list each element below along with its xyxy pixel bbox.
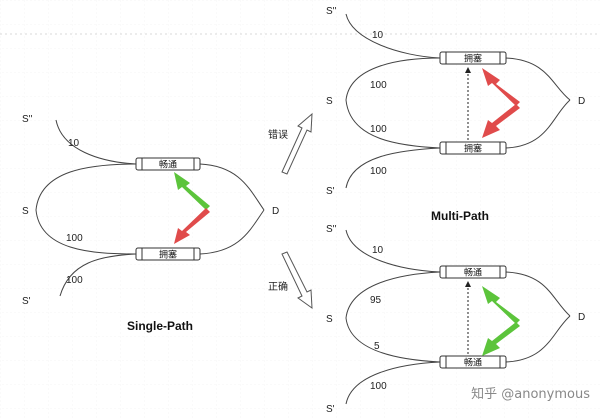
wire-s-upper (345, 271, 441, 319)
node-s: S (22, 206, 29, 217)
weight-bottom: 100 (66, 275, 83, 286)
wire-lower-d (505, 315, 571, 363)
weight-mid: 100 (66, 233, 83, 244)
red-arrow-lower (482, 104, 520, 138)
single-path-title: Single-Path (127, 319, 193, 333)
pipe-lower: 拥塞 (135, 247, 201, 261)
node-s: S (326, 96, 333, 107)
wire-s-upper (345, 57, 441, 101)
pipe-lower-label: 畅通 (464, 357, 482, 368)
weight-s-upper: 100 (370, 80, 387, 91)
weight-s-lower: 5 (374, 341, 380, 352)
wire-upper-d (199, 163, 265, 211)
wire-s-upper (35, 163, 137, 211)
pipe-lower: 拥塞 (439, 141, 507, 155)
wire-s-lower (35, 209, 137, 255)
pipe-upper-label: 畅通 (159, 159, 177, 170)
wire-s2-upper (55, 119, 137, 165)
weight-top: 10 (372, 30, 384, 41)
weight-bottom: 100 (370, 381, 387, 392)
wire-s2-upper (345, 229, 441, 273)
wire-lower-d (199, 209, 265, 255)
watermark: 知乎 @anonymous (471, 386, 590, 402)
node-d: D (578, 96, 585, 107)
pipe-upper-label: 畅通 (464, 267, 482, 278)
pipe-lower-label: 拥塞 (159, 249, 177, 260)
wire-s2-upper (345, 13, 441, 59)
node-d: D (272, 206, 279, 217)
weight-s-upper: 95 (370, 295, 382, 306)
wire-upper-d (505, 271, 571, 317)
weight-bottom: 100 (370, 166, 387, 177)
pipe-upper: 畅通 (135, 157, 201, 171)
wire-upper-d (505, 57, 571, 101)
pipe-lower-label: 拥塞 (464, 143, 482, 154)
single-path-diagram: 畅通 拥塞 S'' S S' D 10 100 100 Single-Path (22, 114, 279, 333)
red-arrow (174, 208, 210, 244)
weight-top: 10 (68, 138, 80, 149)
node-s1: S' (22, 296, 31, 307)
wire-lower-d (505, 99, 571, 149)
multi-path-title: Multi-Path (431, 209, 489, 223)
red-arrow-upper (482, 68, 520, 106)
node-s1: S' (326, 186, 335, 197)
pipe-upper: 拥塞 (439, 51, 507, 65)
wire-s-lower (345, 317, 441, 363)
wire-s-lower (345, 99, 441, 149)
weight-top: 10 (372, 245, 384, 256)
node-s2: S'' (22, 114, 33, 125)
pipe-lower: 畅通 (439, 355, 507, 369)
multi-path-wrong-diagram: 拥塞 拥塞 S'' S S' D 10 100 100 100 (326, 6, 585, 197)
green-arrow (174, 172, 210, 210)
pipe-upper: 畅通 (439, 265, 507, 279)
wire-s1-lower (345, 147, 441, 189)
node-s2: S'' (326, 6, 337, 17)
arrow-wrong (281, 112, 313, 175)
pipe-upper-label: 拥塞 (464, 53, 482, 64)
node-d: D (578, 312, 585, 323)
green-arrow-lower (482, 322, 520, 356)
arrow-wrong-label: 错误 (268, 128, 288, 141)
wire-s1-lower (59, 253, 137, 297)
weight-s-lower: 100 (370, 124, 387, 135)
node-s2: S'' (326, 224, 337, 235)
wire-s1-lower (345, 361, 441, 405)
node-s1: S' (326, 404, 335, 415)
transition-arrows: 错误 正确 (268, 112, 313, 310)
green-arrow-upper (482, 286, 520, 324)
arrow-right (281, 251, 313, 310)
multi-path-right-diagram: 畅通 畅通 S'' S S' D 10 95 5 100 (326, 224, 585, 415)
arrow-right-label: 正确 (268, 280, 288, 293)
node-s: S (326, 314, 333, 325)
